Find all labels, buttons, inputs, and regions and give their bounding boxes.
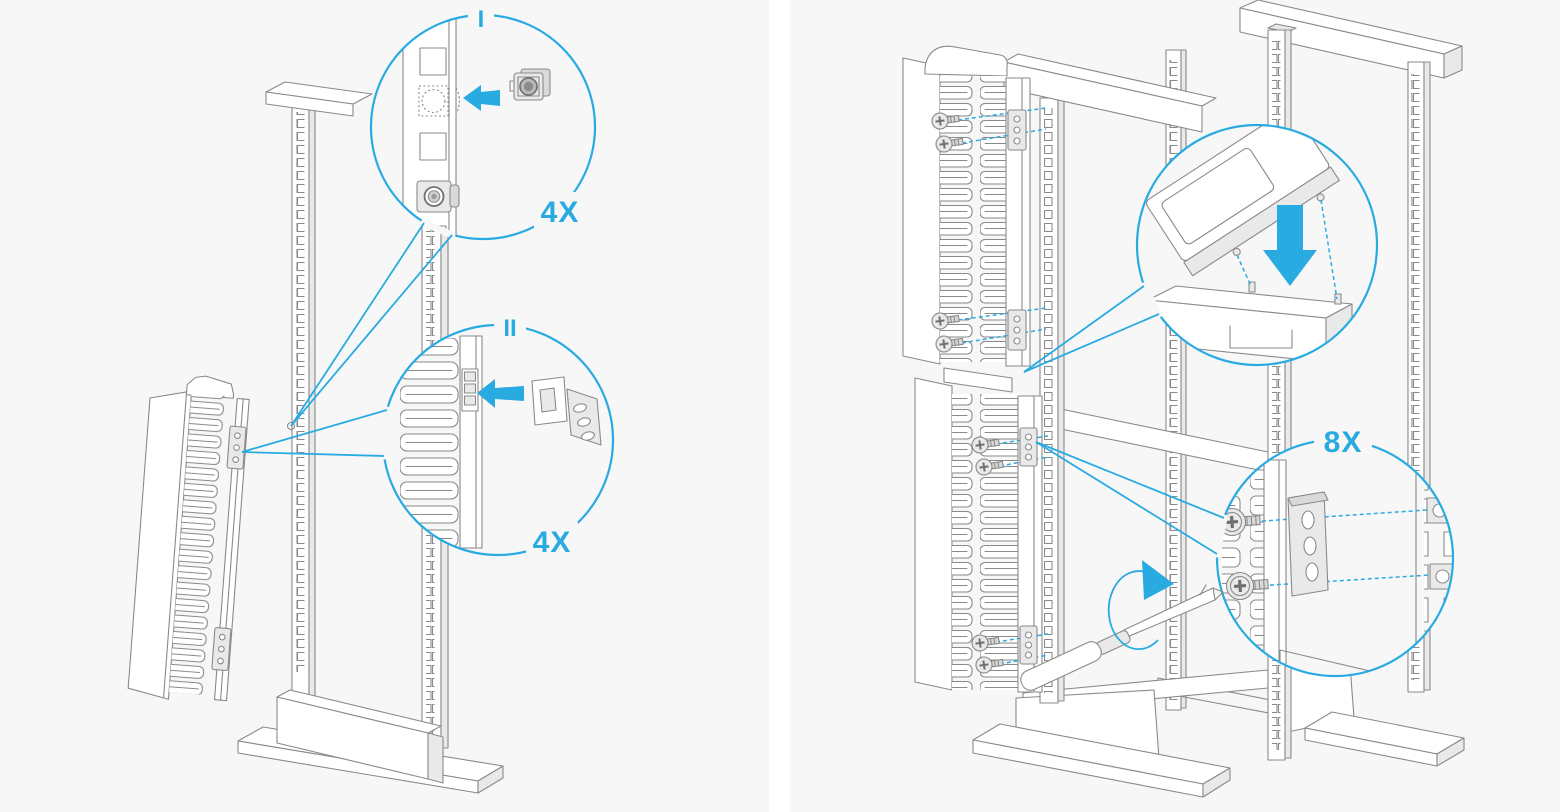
cable-manager-upper-section bbox=[902, 45, 1031, 367]
alignment-dashed-line bbox=[1247, 509, 1428, 523]
callout-2-label: II bbox=[503, 315, 516, 342]
lower-manager-side-panel bbox=[914, 377, 953, 691]
insert-arrow-icon bbox=[463, 85, 500, 111]
rack-post-back-left-side bbox=[1180, 49, 1187, 709]
leader-line bbox=[1035, 441, 1225, 519]
callout-circle-join bbox=[1023, 123, 1379, 373]
rack-post-front-right-holes bbox=[1272, 40, 1281, 750]
rack-post-front-left-side bbox=[1057, 97, 1065, 702]
callout-join-outline bbox=[1135, 123, 1379, 367]
leader-line bbox=[1035, 441, 1218, 555]
right-step-illustration: 8X bbox=[902, 0, 1465, 798]
attachment-set-1 bbox=[929, 107, 1047, 155]
rotation-arrow-icon bbox=[1107, 560, 1174, 651]
callout-circle-screws: 8X bbox=[1020, 420, 1455, 691]
rack-post-back-right-side bbox=[1423, 61, 1431, 691]
rack-top-cap-front bbox=[265, 91, 354, 117]
rack-top-beam-back-end bbox=[1443, 45, 1463, 79]
attachment-set-2 bbox=[929, 307, 1047, 355]
attachment-hardware bbox=[929, 107, 1049, 676]
rack-post-left-holes bbox=[296, 112, 305, 672]
rack-post-back-left-holes bbox=[1169, 60, 1178, 700]
manager-bracket-lower bbox=[211, 627, 232, 672]
leader-line bbox=[241, 451, 385, 457]
rack-post-front-right-side bbox=[1284, 29, 1292, 759]
manager-bracket-upper bbox=[226, 425, 247, 470]
rack-plinth-side bbox=[427, 732, 444, 784]
down-arrow-icon bbox=[1263, 205, 1317, 286]
leader-target-hole bbox=[286, 421, 296, 431]
magnified-rail-strip bbox=[459, 335, 483, 549]
leader-line bbox=[290, 234, 453, 427]
magnified-manager-rail bbox=[1263, 459, 1287, 665]
bracket-slot bbox=[461, 368, 479, 412]
rack-foot-left-side bbox=[1202, 767, 1231, 798]
alignment-dashed-line bbox=[1320, 199, 1338, 300]
cable-manager-side-panel bbox=[127, 390, 193, 700]
cage-nut-icon bbox=[509, 68, 551, 101]
screwdriver-icon bbox=[1020, 584, 1224, 691]
attachment-set-3 bbox=[969, 427, 1049, 478]
alignment-pin bbox=[1334, 293, 1342, 305]
alignment-dashed-line bbox=[1236, 254, 1252, 287]
rack-post-back-right-holes bbox=[1411, 74, 1420, 680]
mounting-bracket-icon bbox=[531, 376, 602, 446]
callout-screws-quantity: 8X bbox=[1324, 426, 1363, 459]
cage-nut-installed bbox=[416, 180, 460, 213]
leader-line bbox=[290, 222, 425, 427]
left-step-illustration: I 4X bbox=[127, 2, 615, 794]
callout-circle-2: II 4X bbox=[241, 312, 615, 560]
leader-line bbox=[241, 409, 388, 453]
callout-1-quantity: 4X bbox=[541, 196, 580, 229]
upper-manager-top-cap bbox=[924, 45, 1008, 77]
alignment-pin bbox=[1248, 281, 1256, 293]
rail-square-hole bbox=[419, 47, 447, 76]
leader-line bbox=[1023, 313, 1160, 373]
alignment-pin bbox=[1232, 247, 1241, 256]
vertical-cable-manager bbox=[127, 375, 250, 702]
cage-nut-target-dotted bbox=[418, 85, 461, 117]
leader-line bbox=[1023, 285, 1145, 373]
alignment-dashed-line bbox=[1255, 574, 1431, 587]
cage-nut-icon bbox=[1429, 563, 1453, 590]
rack-foot-right-side bbox=[1436, 737, 1465, 767]
insert-arrow-icon bbox=[477, 379, 524, 408]
rack-base-side bbox=[477, 765, 504, 794]
attachment-set-4 bbox=[969, 625, 1049, 676]
mounting-bracket-icon bbox=[1287, 491, 1329, 597]
manager-junction bbox=[943, 367, 1013, 393]
callout-2-quantity: 4X bbox=[533, 526, 572, 559]
alignment-pin bbox=[1316, 193, 1325, 202]
rack-post-front-left-holes bbox=[1044, 108, 1053, 693]
callout-1-label: I bbox=[478, 6, 485, 33]
rail-square-hole bbox=[419, 132, 447, 161]
